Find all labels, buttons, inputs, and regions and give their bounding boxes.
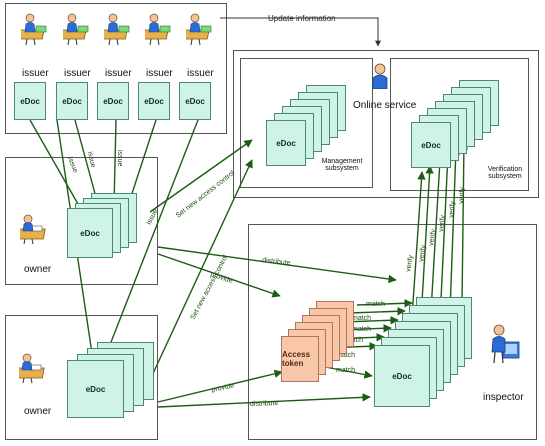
issuer-label: issuer [64, 68, 91, 79]
issuer-edoc: eDoc [179, 82, 211, 120]
verify-label: verify [448, 200, 457, 218]
issuer-edoc: eDoc [14, 82, 46, 120]
provide-label: provide [211, 382, 235, 394]
owner-2-label: owner [24, 406, 52, 417]
update-information-label: Update information [268, 14, 336, 23]
provide-label: provide [209, 271, 233, 285]
issuer-person-icon [17, 12, 53, 51]
issuer-edoc: eDoc [56, 82, 88, 120]
owner-1-person-icon [16, 213, 52, 250]
inspector-label: inspector [483, 392, 524, 403]
online-person-icon [371, 63, 389, 94]
access-token: Access token [281, 336, 319, 382]
issuer-person-icon [100, 12, 136, 51]
issuer-label: issuer [187, 68, 214, 79]
update-label-bg [266, 13, 346, 23]
owner-1-label: owner [24, 264, 52, 275]
inspector-edoc: eDoc [374, 345, 430, 407]
issuer-person-icon [141, 12, 177, 51]
issuer-edoc: eDoc [138, 82, 170, 120]
inspector-person-icon [489, 322, 521, 369]
issuer-edoc: eDoc [97, 82, 129, 120]
owner-2-person-icon [15, 352, 51, 389]
issuer-label: issuer [146, 68, 173, 79]
verification-edoc: eDoc [411, 122, 451, 168]
set-access-label: Set new access control [190, 254, 230, 321]
management-caption: Management subsystem [321, 158, 363, 172]
set-access-label: Set new access control [175, 169, 236, 219]
owner-1-edoc: eDoc [67, 208, 113, 258]
management-edoc: eDoc [266, 120, 306, 166]
issuer-person-icon [59, 12, 95, 51]
issuer-label: issuer [105, 68, 132, 79]
online-service-label: Online service [353, 100, 417, 111]
verification-caption: Verification subsystem [487, 166, 523, 180]
owner-2-edoc: eDoc [67, 360, 124, 418]
update-information-arrow [220, 17, 381, 47]
issuer-person-icon [182, 12, 218, 51]
issuer-label: issuer [22, 68, 49, 79]
